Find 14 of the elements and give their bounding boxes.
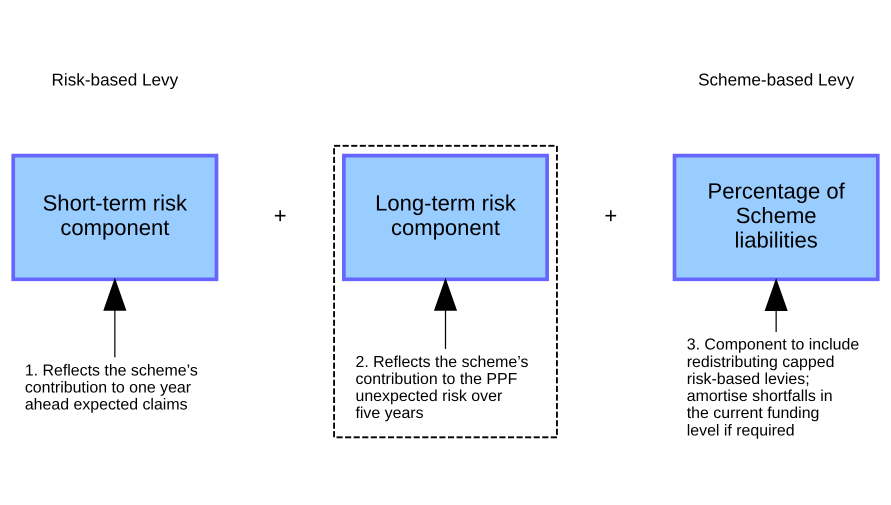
node-text: 1. Reflects the scheme’s contribution to one year ahead expected claims <box>24 362 198 414</box>
node-box: Short-term risk component <box>11 153 218 281</box>
label: Risk-based Levy <box>52 68 178 89</box>
label: + <box>274 202 287 228</box>
arrow <box>103 277 126 357</box>
label: Scheme-based Levy <box>698 68 854 89</box>
cluster <box>333 144 558 438</box>
node-box: Long-term risk component <box>342 153 549 281</box>
label: + <box>604 202 618 228</box>
node-text: 3. Component to include redistributing capped risk-based levies; amortise shortfalls in the current funding level if required <box>686 336 860 439</box>
node-text: 2. Reflects the scheme’s contribution to the PPF unexpected risk over five years <box>355 353 528 422</box>
arrow <box>434 277 458 348</box>
arrow <box>764 277 788 332</box>
node-box: Percentage of Scheme liabilities <box>672 153 880 281</box>
